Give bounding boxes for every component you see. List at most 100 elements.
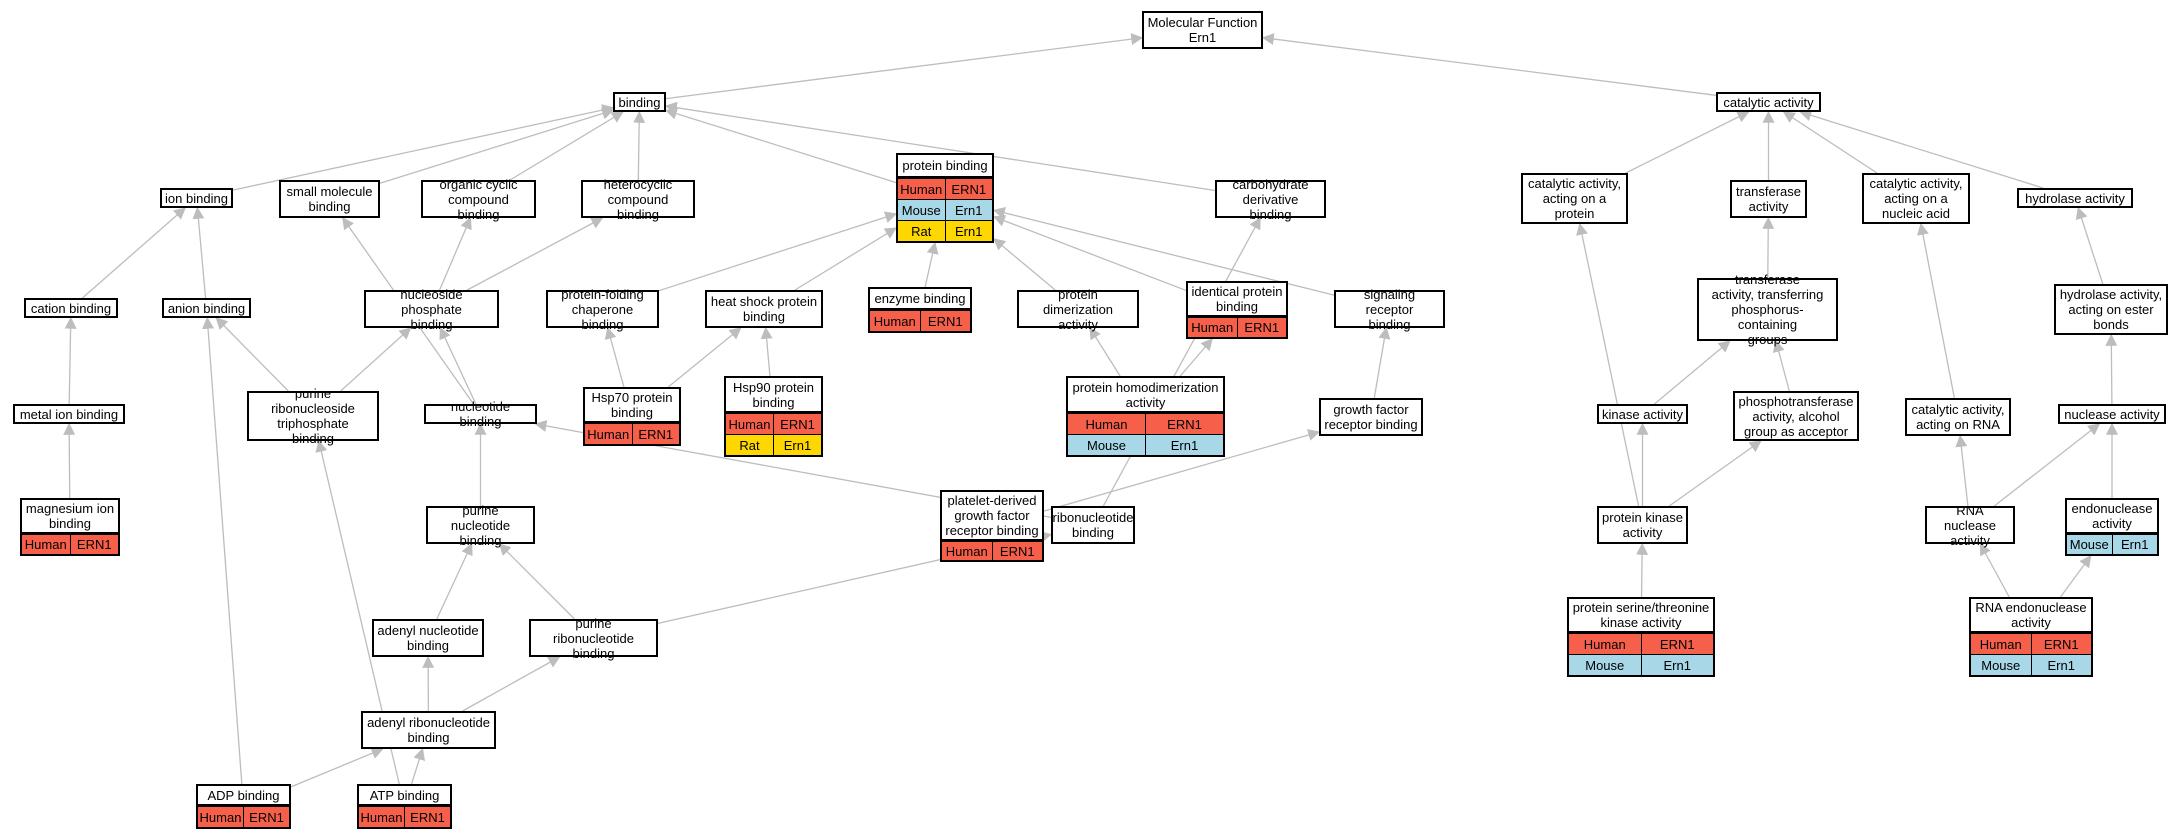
- edge-transferase_phos-to-transferase: [1762, 216, 1775, 279]
- node-heterocyclic-compound-binding[interactable]: heterocyclic compound binding: [581, 177, 695, 222]
- edge-hsp90-to-heat_shock: [760, 326, 773, 377]
- node-protein-kinase-activity[interactable]: protein kinase activity: [1597, 506, 1688, 544]
- node-catalytic-activity-on-nucleic-acid[interactable]: catalytic activity, acting on a nucleic …: [1862, 173, 1970, 224]
- edge-rna_endonuclease-to-endonuclease: [2059, 555, 2092, 598]
- node-signaling-receptor-binding[interactable]: signaling receptor binding: [1334, 287, 1445, 332]
- edge-pdgf-to-growth_factor: [1043, 429, 1321, 512]
- node-catalytic-activity-on-protein[interactable]: catalytic activity, acting on a protein: [1521, 173, 1628, 224]
- node-nuclease-activity[interactable]: nuclease activity: [2058, 404, 2166, 424]
- edge-binding-to-mf: [665, 33, 1144, 100]
- node-transferase-activity[interactable]: transferase activity: [1730, 180, 1807, 218]
- node-growth-factor-receptor-binding[interactable]: growth factor receptor binding: [1319, 398, 1423, 436]
- node-molecular-function[interactable]: Molecular Function Ern1: [1142, 11, 1263, 49]
- species-row: Mouse Ern1: [1569, 654, 1713, 675]
- edge-atp-to-adenyl_ribonucleotide: [410, 747, 426, 785]
- node-title: protein binding: [898, 155, 992, 178]
- edge-adp-to-adenyl_ribonucleotide: [290, 747, 384, 788]
- node-adenyl-nucleotide-binding[interactable]: adenyl nucleotide binding: [372, 619, 484, 657]
- gene-symbol: ERN1: [919, 311, 971, 331]
- node-purine-ribonucleotide-binding[interactable]: purine ribonucleotide binding: [529, 616, 658, 661]
- node-nucleotide-binding[interactable]: nucleotide binding: [424, 399, 537, 429]
- species-name: Mouse: [1585, 657, 1625, 673]
- edge-protein_kinase-to-phosphotransferase: [1668, 440, 1762, 507]
- node-purine-ribonucleoside-triphosphate-binding[interactable]: purine ribonucleoside triphosphate bindi…: [247, 386, 379, 446]
- node-protein-folding-chaperone-binding[interactable]: protein-folding chaperone binding: [546, 287, 659, 332]
- node-catalytic-activity[interactable]: catalytic activity: [1716, 92, 1821, 112]
- edge-rna_nuclease-to-cat_rna: [1955, 434, 1969, 507]
- node-heat-shock-protein-binding[interactable]: heat shock protein binding: [705, 290, 823, 328]
- gene-symbol: Ern1: [1640, 655, 1714, 675]
- node-rna-nuclease-activity[interactable]: RNA nuclease activity: [1925, 503, 2015, 548]
- node-metal-ion-binding[interactable]: metal ion binding: [13, 404, 125, 424]
- node-title: ADP binding: [198, 786, 289, 806]
- gene-symbol: ERN1: [773, 414, 821, 434]
- species-name: Human: [587, 426, 630, 442]
- node-title: identical protein binding: [1188, 283, 1286, 317]
- node-purine-nucleotide-binding[interactable]: purine nucleotide binding: [426, 503, 535, 548]
- edge-ribonucleotide-to-carbohydrate: [1102, 216, 1261, 507]
- edge-enzyme-to-protein_binding: [924, 241, 939, 288]
- node-hydrolase-activity[interactable]: hydrolase activity: [2017, 188, 2133, 208]
- node-cation-binding[interactable]: cation binding: [24, 298, 118, 318]
- node-kinase-activity[interactable]: kinase activity: [1597, 404, 1688, 424]
- node-protein-serine-threonine-kinase-activity[interactable]: protein serine/threonine kinase activity…: [1567, 597, 1715, 677]
- gene-symbol: ERN1: [631, 424, 680, 444]
- node-phosphotransferase-alcohol-acceptor[interactable]: phosphotransferase activity, alcohol gro…: [1733, 391, 1859, 441]
- node-adenyl-ribonucleotide-binding[interactable]: adenyl ribonucleotide binding: [361, 711, 496, 749]
- species-name: Human: [945, 543, 988, 559]
- edge-hsp70-to-chaperone: [604, 326, 625, 388]
- gene-symbol: ERN1: [243, 807, 289, 827]
- edge-nuc_phosphate-to-heterocyclic: [466, 217, 604, 291]
- gene-symbol: Ern1: [944, 221, 993, 241]
- species-name: Human: [1979, 636, 2022, 652]
- edge-hydrolase-to-catalytic: [1799, 109, 2044, 189]
- edge-phosphotransferase-to-transferase_phos: [1772, 339, 1790, 392]
- node-platelet-derived-growth-factor-receptor-binding[interactable]: platelet-derived growth factor receptor …: [940, 490, 1044, 562]
- node-transferase-phosphorus-groups[interactable]: transferase activity, transferring phosp…: [1697, 272, 1838, 347]
- node-ion-binding[interactable]: ion binding: [160, 188, 233, 208]
- gene-symbol: ERN1: [991, 542, 1043, 560]
- node-title: Hsp90 protein binding: [726, 378, 821, 413]
- node-title: enzyme binding: [870, 289, 970, 310]
- edge-protein_binding-to-binding: [664, 107, 897, 184]
- node-organic-cyclic-compound-binding[interactable]: organic cyclic compound binding: [421, 177, 536, 222]
- edge-homodimer-to-identical: [1179, 338, 1213, 377]
- node-catalytic-activity-on-rna[interactable]: catalytic activity, acting on RNA: [1905, 398, 2011, 436]
- node-nucleoside-phosphate-binding[interactable]: nucleoside phosphate binding: [364, 287, 499, 332]
- node-hydrolase-acting-on-ester-bonds[interactable]: hydrolase activity, acting on ester bond…: [2054, 284, 2168, 335]
- gene-symbol: Ern1: [773, 435, 821, 455]
- node-ribonucleotide-binding[interactable]: ribonucleotide binding: [1051, 506, 1135, 544]
- node-carbohydrate-derivative-binding[interactable]: carbohydrate derivative binding: [1215, 177, 1326, 222]
- edge-cat_protein-to-catalytic: [1625, 111, 1750, 174]
- species-name: Mouse: [2069, 537, 2109, 552]
- node-protein-dimerization-activity[interactable]: protein dimerization activity: [1017, 287, 1139, 332]
- edge-catalytic-to-mf: [1261, 33, 1717, 96]
- node-anion-binding[interactable]: anion binding: [162, 298, 251, 318]
- edge-carbohydrate-to-binding: [664, 101, 1216, 192]
- node-binding[interactable]: binding: [613, 92, 666, 112]
- edge-adenyl_nucleotide-to-purine_nucleotide: [436, 542, 473, 620]
- species-name: Human: [728, 416, 771, 432]
- species-name: Human: [1085, 416, 1128, 432]
- edge-chaperone-to-protein_binding: [658, 211, 898, 292]
- node-small-molecule-binding[interactable]: small molecule binding: [279, 180, 380, 218]
- species-name: Human: [24, 537, 67, 552]
- edge-dimerization-to-protein_binding: [993, 238, 1056, 291]
